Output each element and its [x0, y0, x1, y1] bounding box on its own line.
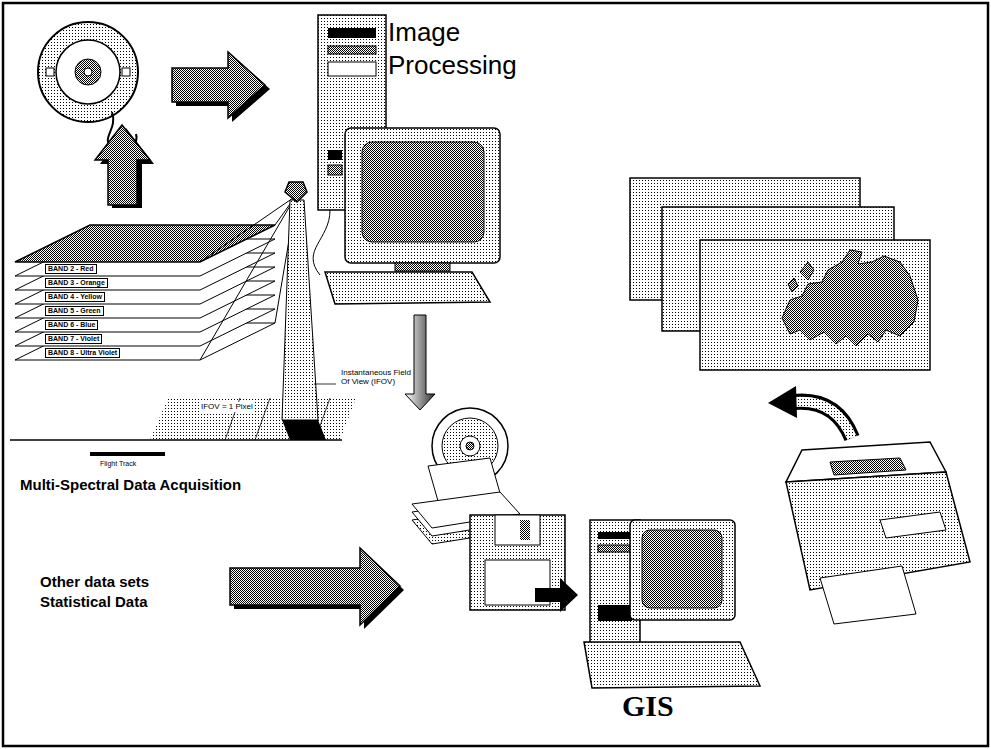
curved-arrow — [768, 386, 852, 438]
sensor — [285, 182, 307, 202]
panel-key — [328, 165, 342, 175]
band-label: BAND 5 - Green — [45, 306, 104, 316]
keyboard — [584, 642, 760, 688]
band-label: BAND 2 - Red — [45, 264, 97, 274]
band-label: BAND 4 - Yellow — [45, 292, 105, 302]
band-label: BAND 8 - Ultra Violet — [45, 348, 120, 358]
ground-scene — [10, 182, 356, 456]
monitor-screen — [362, 142, 484, 242]
monitor-screen — [642, 530, 722, 608]
leader-line — [314, 384, 336, 385]
arrow-body — [230, 548, 400, 625]
pixel-grid — [255, 398, 270, 440]
block-arrow — [172, 52, 270, 122]
down-arrow — [405, 315, 435, 410]
reel-hub — [75, 59, 101, 85]
band-stack — [15, 197, 296, 360]
map-sheet-front — [700, 240, 930, 370]
workstation — [584, 520, 760, 688]
station-label: GIS — [622, 688, 674, 724]
control-panel — [880, 512, 946, 538]
reel-ring — [56, 40, 120, 104]
storage-media — [412, 408, 565, 610]
station-label: Image Processing — [388, 16, 548, 81]
block-arrow — [95, 125, 154, 208]
curved-arrow-body — [794, 402, 852, 438]
europe-map — [782, 250, 918, 346]
panel-key — [598, 605, 632, 621]
section-caption: Multi-Spectral Data Acquisition — [20, 476, 241, 494]
small-arrow — [535, 578, 578, 612]
frame-border — [3, 3, 988, 746]
arrow-body — [172, 52, 265, 118]
disc-hub — [460, 436, 480, 456]
band-layer-top — [15, 225, 275, 262]
island — [788, 278, 798, 292]
drive-bay — [598, 545, 632, 552]
drive-bay — [328, 46, 376, 54]
drive-bay — [598, 532, 632, 539]
pixel-label: IFOV = 1 Pixel — [200, 402, 254, 412]
curved-arrow-fill — [794, 402, 852, 438]
monitor-stand — [395, 263, 450, 271]
sight-line — [200, 199, 294, 360]
reel-hole — [84, 68, 92, 76]
ifov-label: Instantaneous Field Of View (IFOV) — [340, 368, 412, 386]
sight-line — [200, 198, 293, 262]
curved-arrow-head — [768, 386, 797, 418]
disc-hole — [466, 442, 474, 450]
drive-bay — [328, 62, 376, 76]
track-label: Flight Track — [100, 460, 136, 468]
paper-slot — [830, 458, 906, 475]
flight-track-bar — [90, 452, 165, 456]
band-label: BAND 6 - Blue — [45, 320, 98, 330]
band-label: BAND 3 - Orange — [45, 278, 108, 288]
floppy-window — [520, 520, 530, 540]
map-sheets — [630, 178, 930, 370]
input-caption: Other data sets Statistical Data — [40, 572, 210, 611]
reel-outer — [38, 22, 138, 122]
drive-bay — [328, 28, 376, 38]
printer — [786, 442, 970, 624]
monitor — [345, 128, 500, 263]
monitor — [630, 520, 735, 620]
ground-area — [150, 398, 356, 440]
keyboard-cable — [313, 210, 330, 275]
panel-key — [328, 150, 342, 160]
arrow-body — [95, 125, 150, 205]
printout — [820, 566, 916, 624]
island — [800, 262, 814, 280]
reel-slot — [122, 68, 130, 76]
keyboard — [325, 272, 490, 304]
floppy-shutter — [495, 515, 540, 545]
ifov-beam — [282, 200, 318, 420]
block-arrow — [230, 548, 404, 629]
ground-pixel — [282, 420, 326, 440]
reel-slot — [46, 68, 54, 76]
band-label: BAND 7 - Violet — [45, 334, 102, 344]
